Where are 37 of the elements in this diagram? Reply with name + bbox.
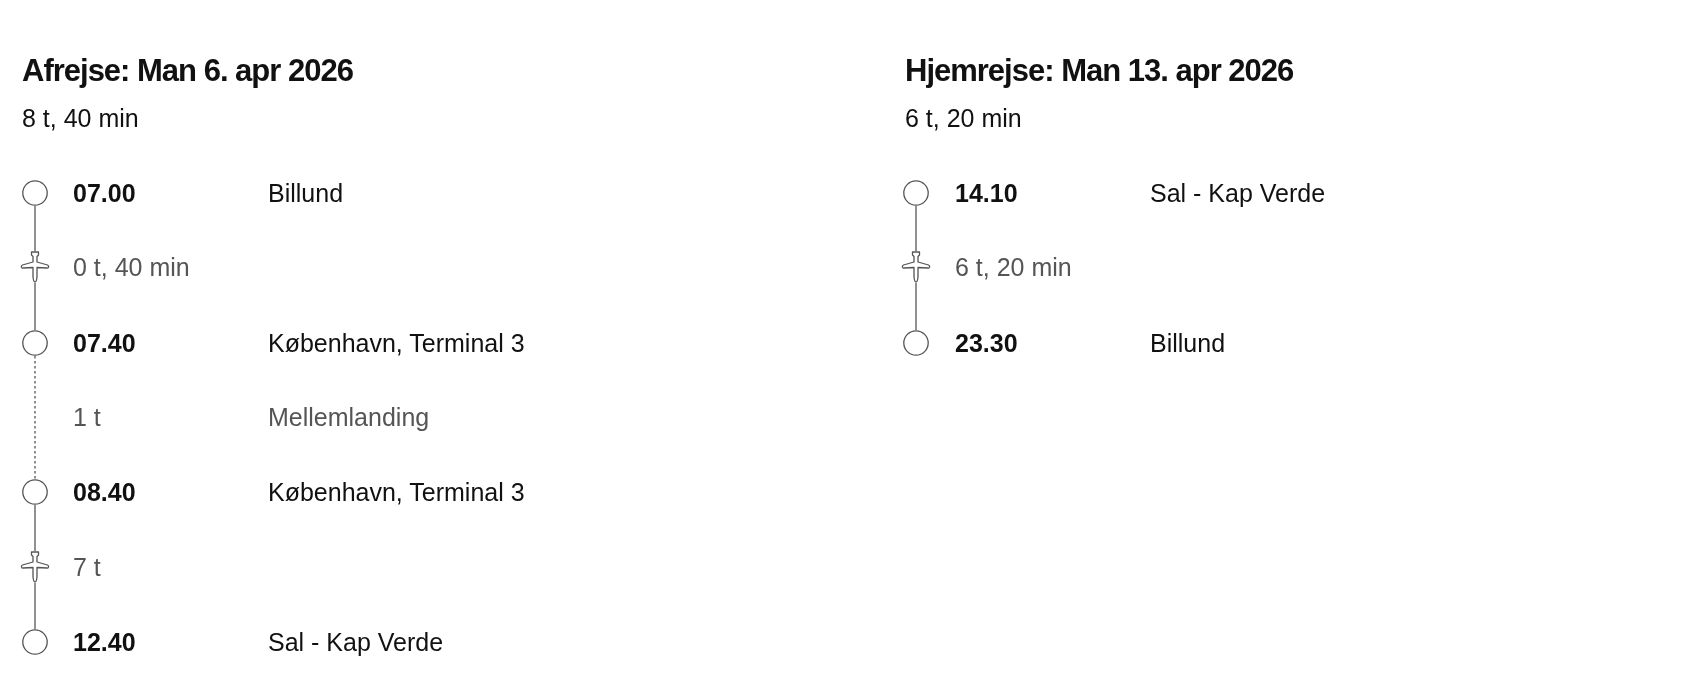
timeline-line bbox=[915, 205, 917, 252]
stop-time: 07.40 bbox=[73, 328, 136, 358]
place-name: Sal - Kap Verde bbox=[268, 627, 444, 657]
timeline-line bbox=[34, 205, 36, 252]
flight-duration: 6 t, 20 min bbox=[955, 252, 1072, 282]
place-name: København, Terminal 3 bbox=[268, 328, 525, 358]
timeline-line bbox=[34, 504, 36, 552]
timeline-line bbox=[915, 282, 917, 331]
stopover-duration: 1 t bbox=[73, 402, 101, 432]
flight-duration: 7 t bbox=[73, 552, 101, 582]
flight-duration: 0 t, 40 min bbox=[73, 252, 190, 282]
stop-circle bbox=[22, 330, 48, 356]
trip-heading: Hjemrejse: Man 13. apr 2026 bbox=[905, 51, 1294, 89]
stop-circle bbox=[903, 180, 929, 206]
place-name: Sal - Kap Verde bbox=[1150, 178, 1326, 208]
airplane-icon bbox=[20, 251, 50, 283]
timeline-line bbox=[34, 282, 36, 331]
stop-circle bbox=[22, 479, 48, 505]
stop-circle bbox=[22, 629, 48, 655]
stop-time: 14.10 bbox=[955, 178, 1018, 208]
trip-duration: 6 t, 20 min bbox=[905, 103, 1022, 133]
place-name: København, Terminal 3 bbox=[268, 477, 525, 507]
stop-circle bbox=[903, 330, 929, 356]
dashed-timeline-line bbox=[34, 355, 36, 480]
trip-duration: 8 t, 40 min bbox=[22, 103, 139, 133]
timeline-line bbox=[34, 582, 36, 630]
place-name: Billund bbox=[1150, 328, 1226, 358]
stop-time: 07.00 bbox=[73, 178, 136, 208]
stop-time: 08.40 bbox=[73, 477, 136, 507]
trip-heading: Afrejse: Man 6. apr 2026 bbox=[22, 51, 353, 89]
airplane-icon bbox=[20, 551, 50, 583]
airplane-icon bbox=[901, 251, 931, 283]
stop-circle bbox=[22, 180, 48, 206]
stop-time: 23.30 bbox=[955, 328, 1018, 358]
stop-time: 12.40 bbox=[73, 627, 136, 657]
stopover-label: Mellemlanding bbox=[268, 402, 430, 432]
place-name: Billund bbox=[268, 178, 344, 208]
